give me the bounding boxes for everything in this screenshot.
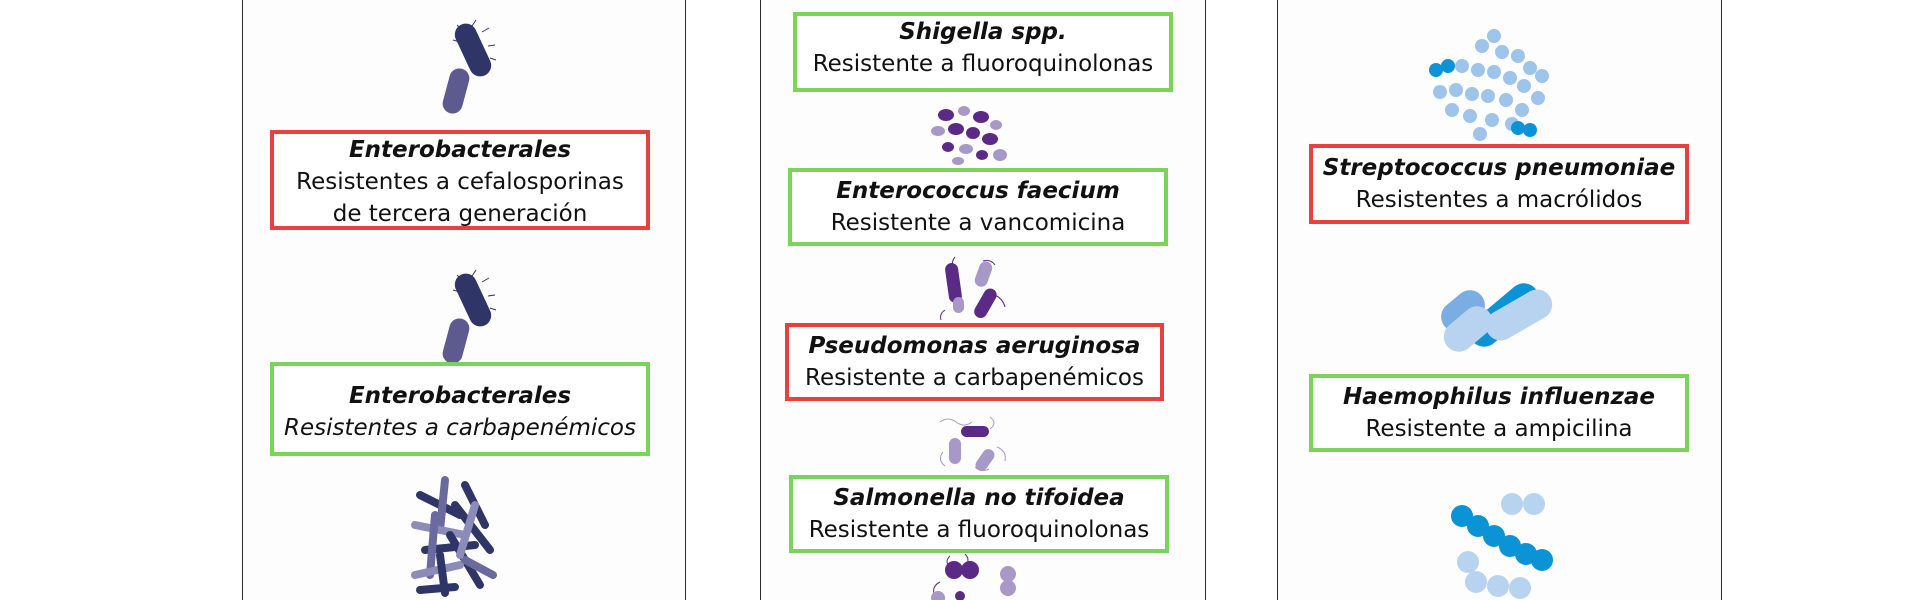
pathogen-card-enterobacterales-carbapenems: Enterobacterales Resistentes a carbapené…: [270, 362, 650, 456]
rod-bacteria-icon: [1433, 266, 1563, 366]
rod-bacteria-icon: [432, 18, 502, 118]
pathogen-name: Pseudomonas aeruginosa: [808, 333, 1141, 359]
pathogen-name: Enterococcus faecium: [836, 178, 1120, 204]
rod-cluster-icon: [405, 475, 500, 600]
pathogen-name: Streptococcus pneumoniae: [1322, 155, 1676, 181]
pathogen-name: Haemophilus influenzae: [1342, 384, 1656, 410]
pathogen-card-pseudomonas-aeruginosa: Pseudomonas aeruginosa Resistente a carb…: [785, 323, 1164, 401]
resistance-description: Resistente a fluoroquinolonas: [812, 51, 1154, 77]
pathogen-card-enterococcus-faecium: Enterococcus faecium Resistente a vancom…: [788, 168, 1168, 246]
flagellated-rod-icon: [935, 255, 1010, 323]
cocci-chain-icon: [1440, 492, 1560, 600]
resistance-description: Resistentes a cefalosporinas de tercera …: [296, 169, 624, 227]
pathogen-name: Enterobacterales: [348, 383, 572, 409]
cocci-pair-icon: [920, 552, 1016, 600]
pathogen-name: Enterobacterales: [348, 137, 572, 163]
pathogen-card-salmonella: Salmonella no tifoidea Resistente a fluo…: [789, 475, 1169, 553]
resistance-description: Resistentes a carbapenémicos: [284, 415, 636, 441]
cocci-cluster-icon: [1422, 26, 1552, 141]
pathogen-name: Shigella spp.: [899, 19, 1067, 45]
pathogen-card-shigella: Shigella spp. Resistente a fluoroquinolo…: [793, 12, 1173, 92]
resistance-description: Resistente a vancomicina: [830, 210, 1126, 236]
coccobacilli-cluster-icon: [926, 105, 1011, 167]
resistance-description: Resistente a carbapenémicos: [805, 365, 1144, 391]
flagellated-rod-icon: [935, 412, 1015, 474]
pathogen-card-haemophilus-influenzae: Haemophilus influenzae Resistente a ampi…: [1309, 374, 1689, 452]
pathogen-card-streptococcus-pneumoniae: Streptococcus pneumoniae Resistentes a m…: [1309, 144, 1689, 224]
resistance-description: Resistente a ampicilina: [1365, 416, 1633, 442]
pathogen-name: Salmonella no tifoidea: [833, 485, 1125, 511]
pathogen-card-enterobacterales-cephalosporins: Enterobacterales Resistentes a cefalospo…: [270, 130, 650, 230]
rod-bacteria-icon: [432, 268, 502, 368]
resistance-description: Resistente a fluoroquinolonas: [808, 517, 1150, 543]
resistance-description: Resistentes a macrólidos: [1355, 187, 1643, 213]
